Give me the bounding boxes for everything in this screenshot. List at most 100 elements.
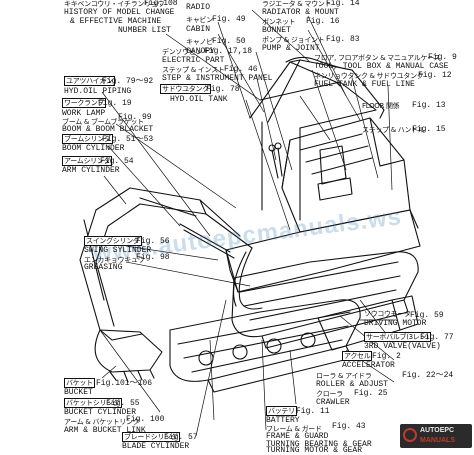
electric-fig: Fig. 17,18	[204, 47, 253, 56]
electric-label: ELECTRIC PART	[162, 56, 225, 65]
logo-bottom-text: MANUALS	[420, 437, 455, 444]
swingcyl-label: SWING SYLINDER	[84, 246, 152, 255]
radiator-fig: Fig. 14	[326, 0, 360, 8]
roller-label-jp: ローラ & アイドラ	[316, 372, 372, 380]
bucketcyl-label-jp: バケットシリンダ	[64, 398, 122, 408]
pump-label: PUMP & JOINT	[262, 44, 320, 53]
logo-mark-icon	[403, 428, 417, 442]
bonnet-label: BONNET	[262, 26, 291, 35]
pump-label-jp: ポンプ & ジョイント	[262, 36, 325, 44]
turning-bearing-label: TURNING BEARING & GEAR	[266, 440, 372, 449]
history-label-3: NUMBER LIST	[118, 26, 171, 35]
canopy-label-jp: キャノピ	[186, 38, 213, 46]
battery-label: BATTERY	[266, 416, 300, 425]
bucket-fig: Fig.101～106	[96, 379, 153, 388]
hydoil-label-jp: ユアツハイカン	[64, 76, 115, 86]
blade-label-jp: ブレードシリンダ	[122, 432, 180, 442]
greasing-fig: Fig. 98	[136, 253, 170, 262]
history-fig: Fig.108	[144, 0, 178, 8]
armcyl-fig: Fig. 54	[100, 157, 134, 166]
blade-fig: Fig. 57	[164, 433, 198, 442]
armcyl-label-jp: アームシリンダ	[62, 156, 113, 166]
step-label: STEP & INSTRUMENT PANEL	[162, 74, 273, 83]
radiator-label: RADIATOR & MOUNT	[262, 8, 339, 17]
frame-label-jp: フレーム & ガード	[266, 425, 322, 433]
bucket-label-jp: バケット	[64, 378, 95, 388]
tool-label-jp: フロア, フロアボタン & マニュアルケース	[314, 54, 441, 62]
battery-label-jp: バッテリ	[266, 406, 297, 416]
worklamp-label-jp: ワークランプ	[62, 98, 106, 108]
armlink-fig: Fig. 100	[126, 415, 165, 424]
frame-fig: Fig. 43	[332, 422, 366, 431]
electric-label-jp: デンソウヒン	[162, 48, 203, 56]
canopy-label: CANOPY	[186, 47, 215, 56]
canopy-fig: Fig. 50	[212, 37, 246, 46]
cabin-label: CABIN	[186, 25, 211, 34]
turning-motor-label: TURNING MOTOR & GEAR	[266, 446, 363, 455]
roller-label: ROLLER & ADJUST	[316, 380, 389, 389]
cabin-label-jp: キャビン	[186, 16, 213, 24]
step2-fig: Fig. 15	[412, 125, 446, 134]
boombracket-fig: Fig. 99	[118, 113, 152, 122]
crawler-label: CRAWLER	[316, 398, 350, 407]
crawler-fig: Fig. 25	[354, 389, 388, 398]
history-label-jp: キキベンコウリ・イチランリョウ	[64, 0, 165, 8]
step-label-jp: ステップ & インスト	[162, 66, 225, 74]
drivingmotor-label: DRIVING MOTOR	[364, 319, 427, 328]
hydoil-fig: Fig. 79～92	[102, 77, 154, 86]
hydtank-label: HYD.OIL TANK	[170, 95, 228, 104]
greasing-label-jp: エンカキョウキュウ	[84, 256, 145, 264]
crawler-label-jp: クローラ	[316, 390, 343, 398]
valve-label: 3RD VALVE(VALVE)	[364, 342, 441, 351]
accel-label: ACCELERATOR	[342, 361, 395, 370]
accel-label-jp: アクセル	[342, 351, 373, 361]
floor-fig: Fig. 13	[412, 101, 446, 110]
bucketcyl-label: BUCKET CYLINDER	[64, 408, 137, 417]
hydoil-label: HYD.OIL PIPING	[64, 87, 132, 96]
swingcyl-label-jp: スイングシリンダ	[84, 236, 142, 246]
site-logo: AUTOEPC MANUALS	[400, 424, 472, 448]
fuel-label-jp: ネンリョウタンク & サドウユタンク	[314, 72, 424, 80]
boombracket-label-jp: ブーム & ブームブラケット	[62, 118, 144, 126]
bucketcyl-fig: Fig. 55	[106, 399, 140, 408]
bonnet-fig: Fig. 16	[306, 17, 340, 26]
armlink-label-jp: アーム & バケットリンク	[64, 418, 140, 426]
history-label-1: HISTORY OF MODEL CHANGE	[64, 8, 175, 17]
hydtank-fig: Fig. 78	[206, 85, 240, 94]
swingcyl-fig: Fig. 56	[136, 237, 170, 246]
roller-fig: Fig. 22～24	[402, 371, 454, 380]
worklamp-fig: Fig. 19	[98, 99, 132, 108]
fuel-fig: Fig. 12	[418, 71, 452, 80]
boomcyl-label-jp: ブームシリンダ	[62, 134, 113, 144]
step-fig: Fig. 46	[224, 65, 258, 74]
history-label-2: & EFFECTIVE MACHINE	[70, 17, 162, 26]
bucket-label: BUCKET	[64, 388, 93, 397]
frame-label: FRAME & GUARD	[266, 432, 329, 441]
cabin-fig: Fig. 49	[212, 15, 246, 24]
step2-label-jp: ステップ & ハンドル	[362, 126, 425, 134]
logo-top-text: AUTOEPC	[420, 427, 455, 434]
greasing-label: GREASING	[84, 263, 123, 272]
valve-fig: Fig. 77	[420, 333, 454, 342]
blade-label: BLADE CYLINDER	[122, 442, 190, 451]
bonnet-label-jp: ボンネット	[262, 18, 296, 26]
drivingmotor-fig: Fig. 59	[410, 311, 444, 320]
fuel-label: FUEL TANK & FUEL LINE	[314, 80, 415, 89]
boomcyl-fig: Fig. 51～53	[102, 135, 154, 144]
accel-fig: Fig. 2	[372, 352, 401, 361]
drivingmotor-label-jp: ソウコウモータ	[364, 310, 411, 318]
tool-label: TOOL, TOOL BOX & MANUAL CASE	[314, 62, 449, 71]
pump-fig: Fig. 83	[326, 35, 360, 44]
boombracket-label: BOOM & BOOM BLACKET	[62, 125, 154, 134]
tool-fig: Fig. 9	[428, 53, 457, 62]
armcyl-label: ARM CYLINDER	[62, 166, 120, 175]
radio-label: RADIO	[186, 3, 211, 12]
armlink-label: ARM & BUCKET LINK	[64, 426, 146, 435]
radiator-label-jp: ラジエータ & マウント	[262, 0, 332, 8]
worklamp-label: WORK LAMP	[62, 109, 106, 118]
valve-label-jp: サーボバルブ(3レン)	[364, 332, 431, 342]
battery-fig: Fig. 11	[296, 407, 330, 416]
boomcyl-label: BOOM CYLINDER	[62, 144, 125, 153]
floor-label-jp: FLOOR 関係	[362, 102, 400, 110]
